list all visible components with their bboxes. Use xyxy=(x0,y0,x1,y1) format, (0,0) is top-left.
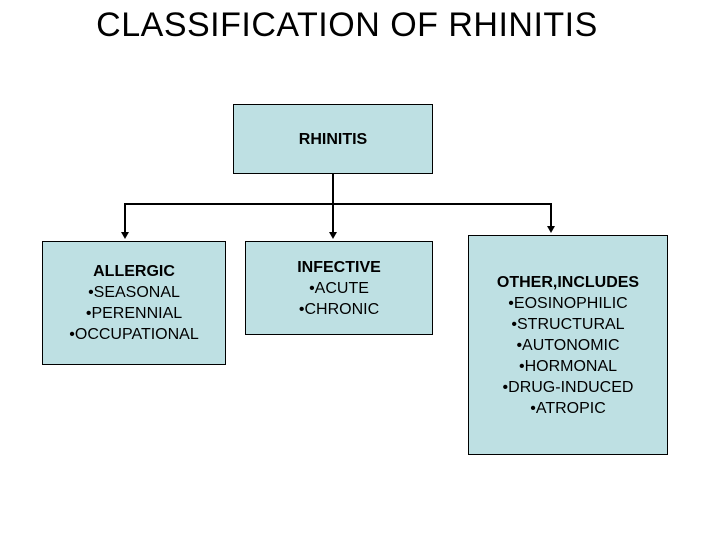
node-allergic-label: ALLERGIC xyxy=(93,263,175,280)
slide-title: CLASSIFICATION OF RHINITIS xyxy=(96,6,598,44)
bullet-item: •HORMONAL xyxy=(518,357,618,375)
bullet-item: •CHRONIC xyxy=(298,300,380,318)
bullet-item: •STRUCTURAL xyxy=(511,315,625,333)
bullet-item: •EOSINOPHILIC xyxy=(508,294,628,312)
bullet-item: •AUTONOMIC xyxy=(516,336,620,354)
bullet-item: •ACUTE xyxy=(309,279,369,297)
node-allergic: ALLERGIC •SEASONAL •PERENNIAL •OCCUPATIONA… xyxy=(42,241,226,365)
bullet-item: •PERENNIAL xyxy=(85,305,183,322)
node-rhinitis-label: RHINITIS xyxy=(298,130,368,148)
node-infective-items: •ACUTE •CHRONIC xyxy=(299,278,379,320)
node-infective-label: INFECTIVE xyxy=(297,258,381,276)
node-allergic-items: •SEASONAL •PERENNIAL •OCCUPATIONAL xyxy=(69,282,198,345)
bullet-item: •DRUG-INDUCED xyxy=(502,378,634,396)
node-other-items: •EOSINOPHILIC •STRUCTURAL •AUTONOMIC •HORMO… xyxy=(503,293,634,419)
node-other: OTHER,INCLUDES •EOSINOPHILIC•STRUCTURAL•… xyxy=(468,235,668,455)
node-rhinitis: RHINITIS xyxy=(233,104,433,174)
node-infective: INFECTIVE •ACUTE •CHRONIC xyxy=(245,241,433,335)
bullet-item: •SEASONAL xyxy=(88,284,180,301)
bullet-item: •ATROPIC xyxy=(530,399,606,417)
node-other-label: OTHER,INCLUDES xyxy=(496,273,640,291)
bullet-item: •OCCUPATIONAL xyxy=(69,326,199,343)
